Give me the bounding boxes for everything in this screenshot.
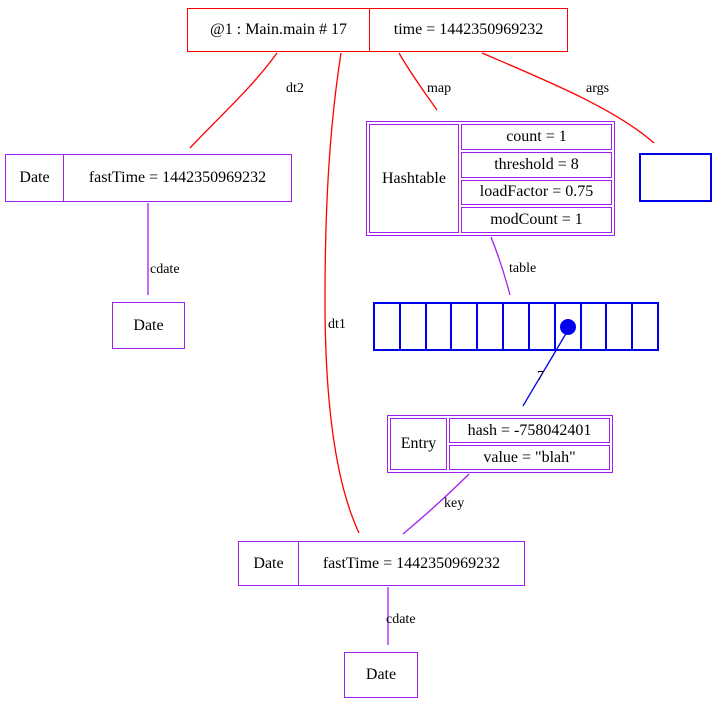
bucket-cell-9: [607, 304, 634, 349]
date2-cdate-label: Date: [365, 666, 397, 683]
date2-cdate-node: Date: [344, 652, 418, 698]
date1-cdate-label: Date: [133, 316, 164, 334]
bucket-cell-3: [452, 304, 479, 349]
date2-node: Date fastTime = 1442350969232: [238, 541, 525, 586]
entry-field-hash: hash = -758042401: [449, 418, 610, 443]
date1-node: Date fastTime = 1442350969232: [5, 154, 292, 202]
hashtable-field-threshold: threshold = 8: [461, 151, 612, 178]
edge-label-dt1: dt1: [328, 317, 346, 332]
bucket-cell-1: [401, 304, 427, 349]
edge-label-cdate1: cdate: [150, 262, 180, 277]
main-time-cell: time = 1442350969232: [393, 21, 544, 38]
edge-label-key: key: [444, 496, 465, 511]
hashtable-field-loadfactor: loadFactor = 0.75: [461, 179, 612, 206]
date1-field-cell: fastTime = 1442350969232: [88, 169, 267, 186]
edge-dt1: [324, 52, 360, 534]
bucket-cell-2: [427, 304, 453, 349]
edge-label-dt2: dt2: [286, 81, 304, 96]
hashtable-type-cell: Hashtable: [369, 124, 459, 233]
bucket-cell-8: [582, 304, 608, 349]
hashtable-field-count: count = 1: [461, 124, 612, 150]
bucket-cell-4: [478, 304, 505, 349]
bucket-cell-0: [375, 304, 401, 349]
args-box-label: [641, 155, 710, 200]
bucket-array-node: [373, 302, 659, 351]
entry-node: Entry hash = -758042401 value = "blah": [387, 415, 613, 473]
entry-field-value: value = "blah": [449, 445, 610, 470]
date1-cdate-node: Date: [112, 302, 185, 349]
edge-label-bucket7: 7: [537, 369, 544, 384]
main-id-cell: @1 : Main.main # 17: [188, 9, 370, 51]
edge-table: [490, 236, 511, 296]
edge-label-table: table: [509, 261, 537, 276]
bucket-cell-6: [530, 304, 556, 349]
edge-dt2: [189, 52, 278, 149]
main-node: @1 : Main.main # 17 time = 1442350969232: [187, 8, 568, 52]
args-box-node: [639, 153, 712, 202]
date1-type-cell: Date: [6, 155, 64, 201]
entry-type-cell: Entry: [390, 418, 447, 470]
bucket-cell-10: [633, 304, 657, 349]
hashtable-field-modcount: modCount = 1: [461, 207, 612, 233]
edge-label-cdate2: cdate: [386, 612, 416, 627]
bucket-cell-7: [556, 304, 582, 349]
hashtable-node: Hashtable count = 1 threshold = 8 loadFa…: [366, 121, 615, 236]
edge-label-map: map: [427, 81, 452, 96]
edge-label-args: args: [586, 81, 610, 96]
date2-type-cell: Date: [239, 542, 299, 585]
bucket-cell-5: [504, 304, 530, 349]
date2-field-cell: fastTime = 1442350969232: [322, 554, 501, 572]
